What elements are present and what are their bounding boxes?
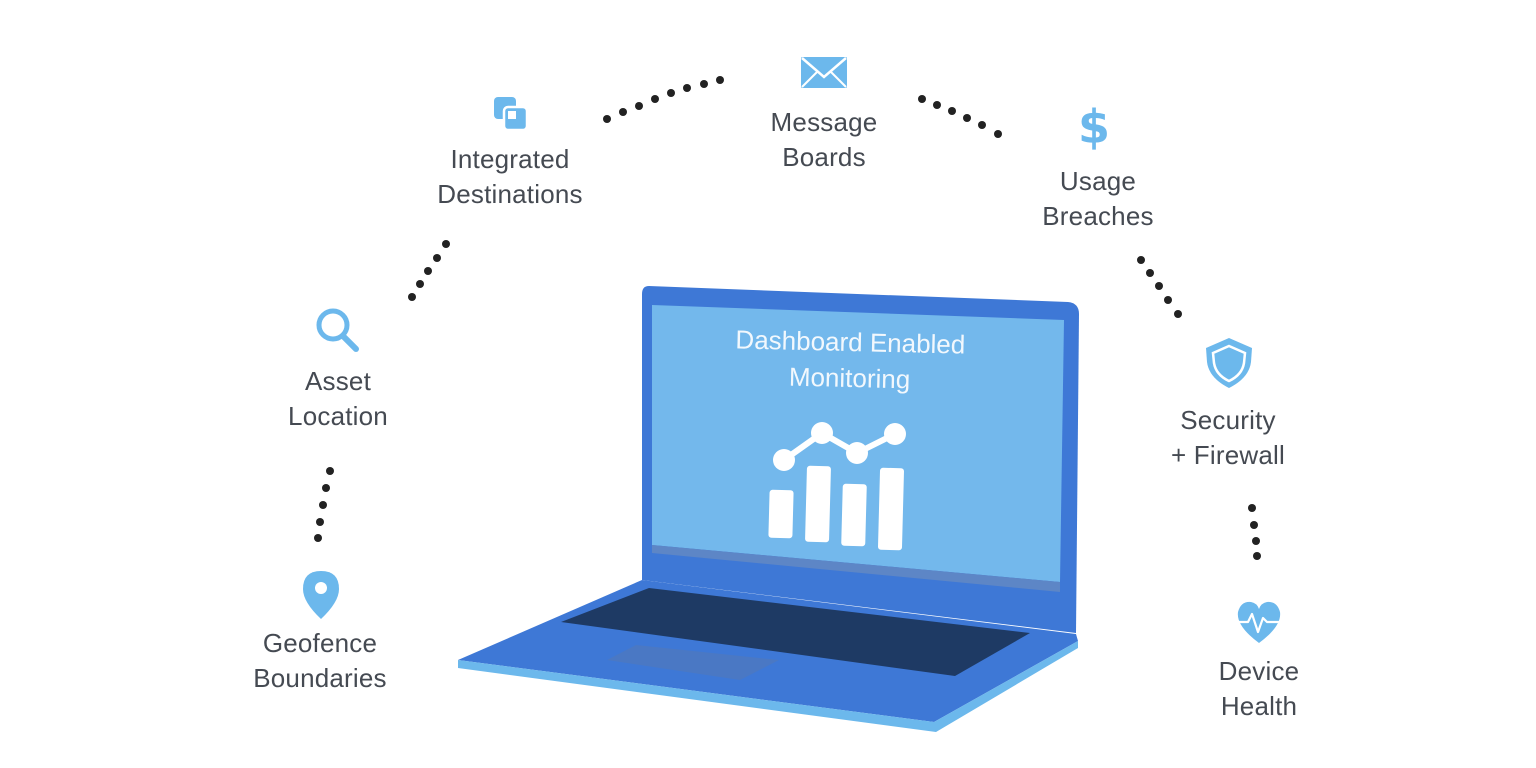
magnifier-icon xyxy=(316,308,359,352)
feature-label-line1: Device xyxy=(1218,656,1300,686)
feature-label-line2: Boundaries xyxy=(253,663,387,693)
dollar-icon: $ xyxy=(1078,100,1110,154)
screen-chart-icon xyxy=(768,422,906,551)
svg-text:$: $ xyxy=(1078,100,1110,154)
feature-label-line1: Security xyxy=(1180,405,1276,435)
laptop-touchpad xyxy=(607,645,779,680)
feature-integrated-destinations: Integrated Destinations xyxy=(410,142,610,212)
feature-label-line1: Geofence xyxy=(262,628,378,658)
feature-label-line2: Breaches xyxy=(1042,201,1154,231)
connector-security-to-device xyxy=(1248,504,1261,560)
screen-title: Dashboard Enabled Monitoring xyxy=(699,321,1001,400)
feature-geofence-boundaries: Geofence Boundaries xyxy=(220,626,420,696)
screen-title-line2: Monitoring xyxy=(788,361,911,395)
screen-title-line1: Dashboard Enabled xyxy=(735,324,966,360)
location-pin-icon xyxy=(303,571,339,619)
feature-label-line2: Health xyxy=(1220,691,1298,721)
laptop-illustration xyxy=(458,286,1079,732)
heart-pulse-icon xyxy=(1236,601,1282,643)
feature-security-firewall: Security + Firewall xyxy=(1128,403,1328,473)
feature-label-line1: Asset xyxy=(304,366,372,396)
envelope-icon xyxy=(801,57,847,88)
connector-asset-to-integrated xyxy=(408,240,450,301)
laptop-keyboard xyxy=(561,588,1030,676)
connector-message-to-usage xyxy=(918,95,1002,138)
feature-label-line2: + Firewall xyxy=(1171,440,1285,470)
connector-geofence-to-asset xyxy=(314,467,334,542)
shield-icon xyxy=(1206,338,1252,388)
feature-label-line2: Location xyxy=(288,401,388,431)
connector-usage-to-security xyxy=(1137,256,1182,318)
feature-label-line1: Usage xyxy=(1059,166,1137,196)
feature-label-line1: Integrated xyxy=(450,144,570,174)
connector-integrated-to-message xyxy=(603,76,724,123)
feature-label-line1: Message xyxy=(770,107,878,137)
dotted-connectors xyxy=(314,76,1261,560)
feature-asset-location: Asset Location xyxy=(238,364,438,434)
feature-label-line2: Destinations xyxy=(437,179,583,209)
overlapping-squares-icon xyxy=(494,97,529,132)
feature-usage-breaches: Usage Breaches xyxy=(998,164,1198,234)
feature-label-line2: Boards xyxy=(782,142,866,172)
feature-device-health: Device Health xyxy=(1159,654,1359,724)
feature-message-boards: Message Boards xyxy=(724,105,924,175)
